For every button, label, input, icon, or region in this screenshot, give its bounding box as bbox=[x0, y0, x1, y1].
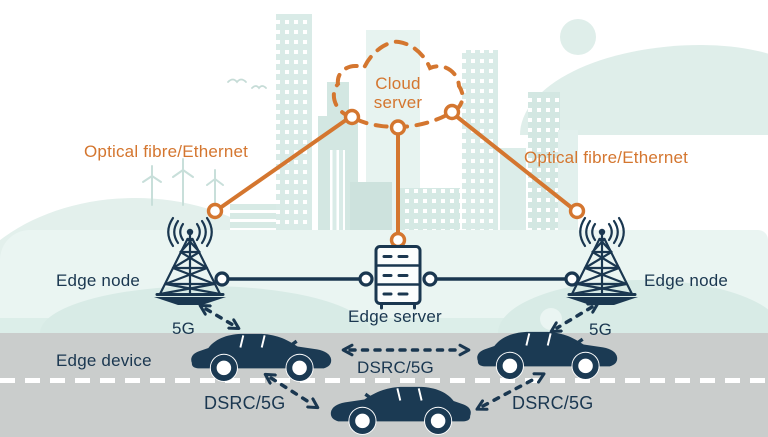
sun-icon bbox=[560, 19, 596, 55]
edge-node-tower-right-icon bbox=[564, 216, 640, 307]
edge-server-label: Edge server bbox=[348, 307, 442, 326]
wireless-links bbox=[198, 301, 600, 411]
edge-node-label-left: Edge node bbox=[56, 271, 141, 290]
5g-label-right: 5G bbox=[589, 320, 613, 339]
optical-fibre-label-left: Optical fibre/Ethernet bbox=[84, 142, 249, 161]
wind-turbine-icon bbox=[142, 158, 224, 206]
server-rack-icon bbox=[374, 245, 422, 310]
birds-icon bbox=[227, 78, 267, 90]
car-left-icon bbox=[191, 334, 331, 382]
optical-fibre-links bbox=[206, 39, 586, 249]
car-bottom-icon bbox=[331, 387, 471, 435]
dsrc-5g-label-bottom-right: DSRC/5G bbox=[512, 393, 594, 413]
edge-node-tower-left-icon bbox=[152, 216, 228, 307]
dsrc-5g-label-top: DSRC/5G bbox=[357, 358, 434, 377]
dsrc-5g-label-bottom-left: DSRC/5G bbox=[204, 393, 286, 413]
road-center-line bbox=[0, 378, 768, 383]
5g-label-left: 5G bbox=[172, 319, 196, 338]
edge-device-label: Edge device bbox=[56, 351, 152, 370]
optical-fibre-label-right: Optical fibre/Ethernet bbox=[524, 148, 689, 167]
edge-node-label-right: Edge node bbox=[644, 271, 729, 290]
cloud-icon bbox=[331, 39, 465, 130]
cloud-server-label: Cloud server bbox=[373, 74, 423, 112]
edge-node-to-server-links bbox=[214, 271, 580, 287]
